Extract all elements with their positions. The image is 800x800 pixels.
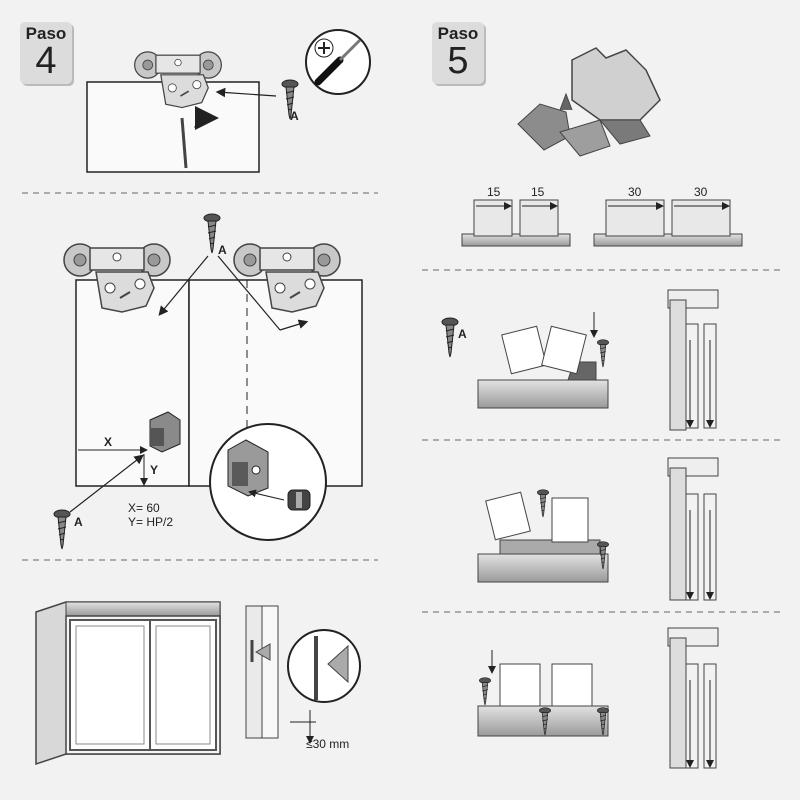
step4-carriage-attach [86, 29, 371, 173]
step5-dimension-profiles [461, 199, 743, 247]
step-5-badge: Paso 5 [432, 22, 484, 84]
step5-profile-parts [517, 47, 661, 157]
step5-row2 [477, 457, 719, 601]
step-5-word: Paso [437, 24, 479, 43]
step-4-badge: Paso 4 [20, 22, 72, 84]
clearance-label: ≤30 mm [306, 737, 349, 751]
y-value: Y= HP/2 [128, 515, 173, 529]
step4-doors-diagram [53, 213, 363, 550]
step-4-number: 4 [35, 40, 57, 82]
label-a-step4-top: A [290, 109, 299, 123]
label-a-step4-bottom: A [74, 515, 83, 529]
dim-15-left: 15 [487, 185, 501, 199]
step5-row1 [441, 289, 719, 431]
label-x: X [104, 435, 112, 449]
label-a-step4-middle: A [218, 243, 227, 257]
dim-15-right: 15 [531, 185, 545, 199]
step5-row3 [477, 627, 719, 769]
step4-cabinet [35, 601, 361, 766]
dim-30-right: 30 [694, 185, 708, 199]
step-5-number: 5 [447, 40, 469, 82]
label-a-step5: A [458, 327, 467, 341]
step-4-word: Paso [25, 24, 67, 43]
dim-30-left: 30 [628, 185, 642, 199]
x-value: X= 60 [128, 501, 160, 515]
label-y: Y [150, 463, 158, 477]
